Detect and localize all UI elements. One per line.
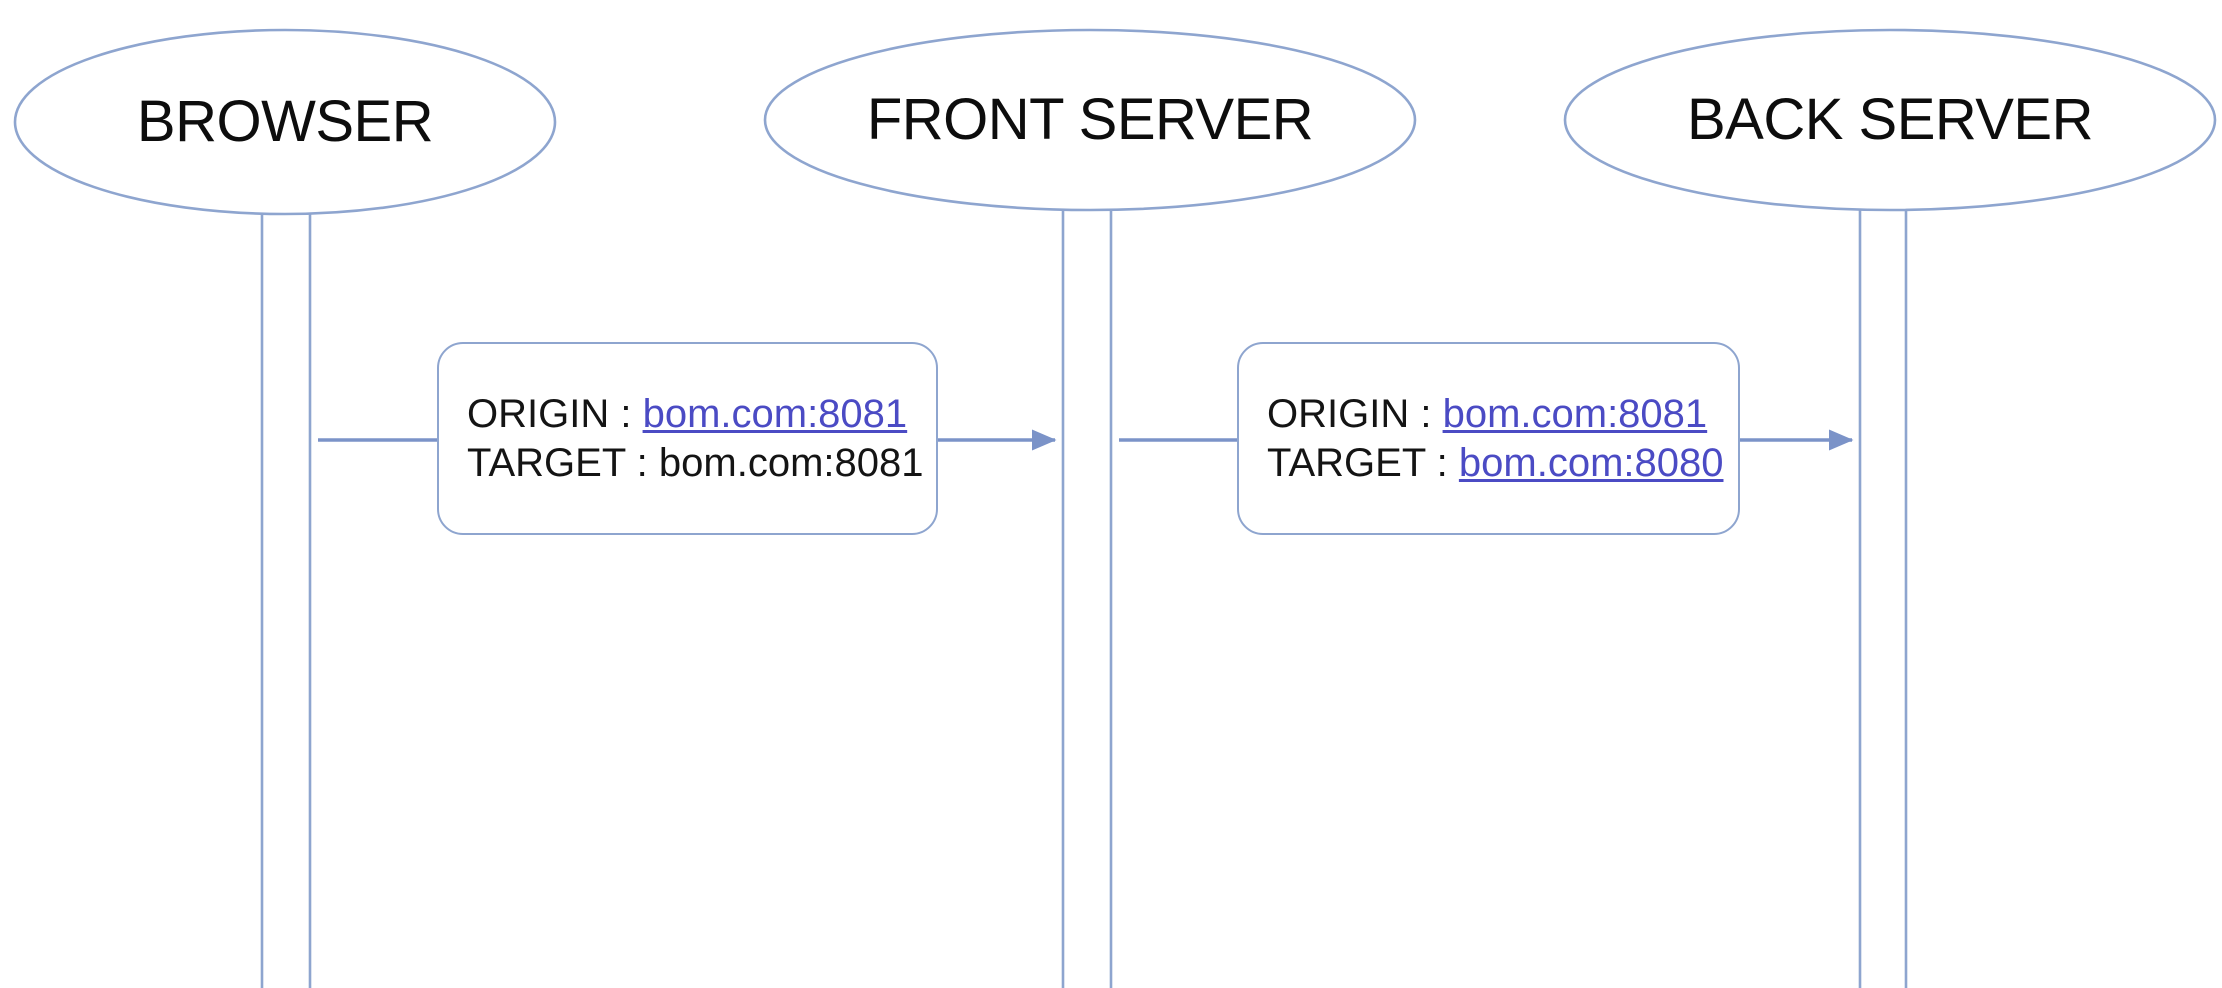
message-line-target: TARGET : bom.com:8080 bbox=[1267, 439, 1723, 488]
participant-label-back-server: BACK SERVER bbox=[1686, 87, 2094, 152]
message-line-target: TARGET : bom.com:8081 bbox=[467, 439, 923, 488]
message-key-origin: ORIGIN : bbox=[467, 391, 632, 436]
message-value-origin-link[interactable]: bom.com:8081 bbox=[1442, 391, 1708, 436]
message-key-target: TARGET : bbox=[467, 440, 648, 485]
participant-label-browser: BROWSER bbox=[136, 89, 434, 154]
message-value-target-text: bom.com:8081 bbox=[658, 440, 924, 485]
message-line-origin: ORIGIN : bom.com:8081 bbox=[467, 390, 907, 439]
message-value-origin-link[interactable]: bom.com:8081 bbox=[642, 391, 908, 436]
participant-ellipse-back-server[interactable] bbox=[1563, 28, 2217, 212]
participant-label-front-server: FRONT SERVER bbox=[866, 87, 1314, 152]
lifelines-group bbox=[260, 167, 1908, 988]
participant-shapes-group bbox=[13, 28, 2217, 216]
lifeline-front-server bbox=[1061, 167, 1113, 988]
message-box-front-to-back[interactable]: ORIGIN : bom.com:8081 TARGET : bom.com:8… bbox=[1237, 342, 1740, 535]
message-line-origin: ORIGIN : bom.com:8081 bbox=[1267, 390, 1707, 439]
participant-ellipse-front-server[interactable] bbox=[763, 28, 1417, 212]
message-value-target-link[interactable]: bom.com:8080 bbox=[1458, 440, 1724, 485]
message-box-browser-to-front[interactable]: ORIGIN : bom.com:8081 TARGET : bom.com:8… bbox=[437, 342, 938, 535]
message-key-target: TARGET : bbox=[1267, 440, 1448, 485]
message-key-origin: ORIGIN : bbox=[1267, 391, 1432, 436]
lifeline-back-server bbox=[1858, 168, 1908, 988]
lifeline-browser bbox=[260, 169, 312, 988]
participant-ellipse-browser[interactable] bbox=[13, 28, 557, 216]
